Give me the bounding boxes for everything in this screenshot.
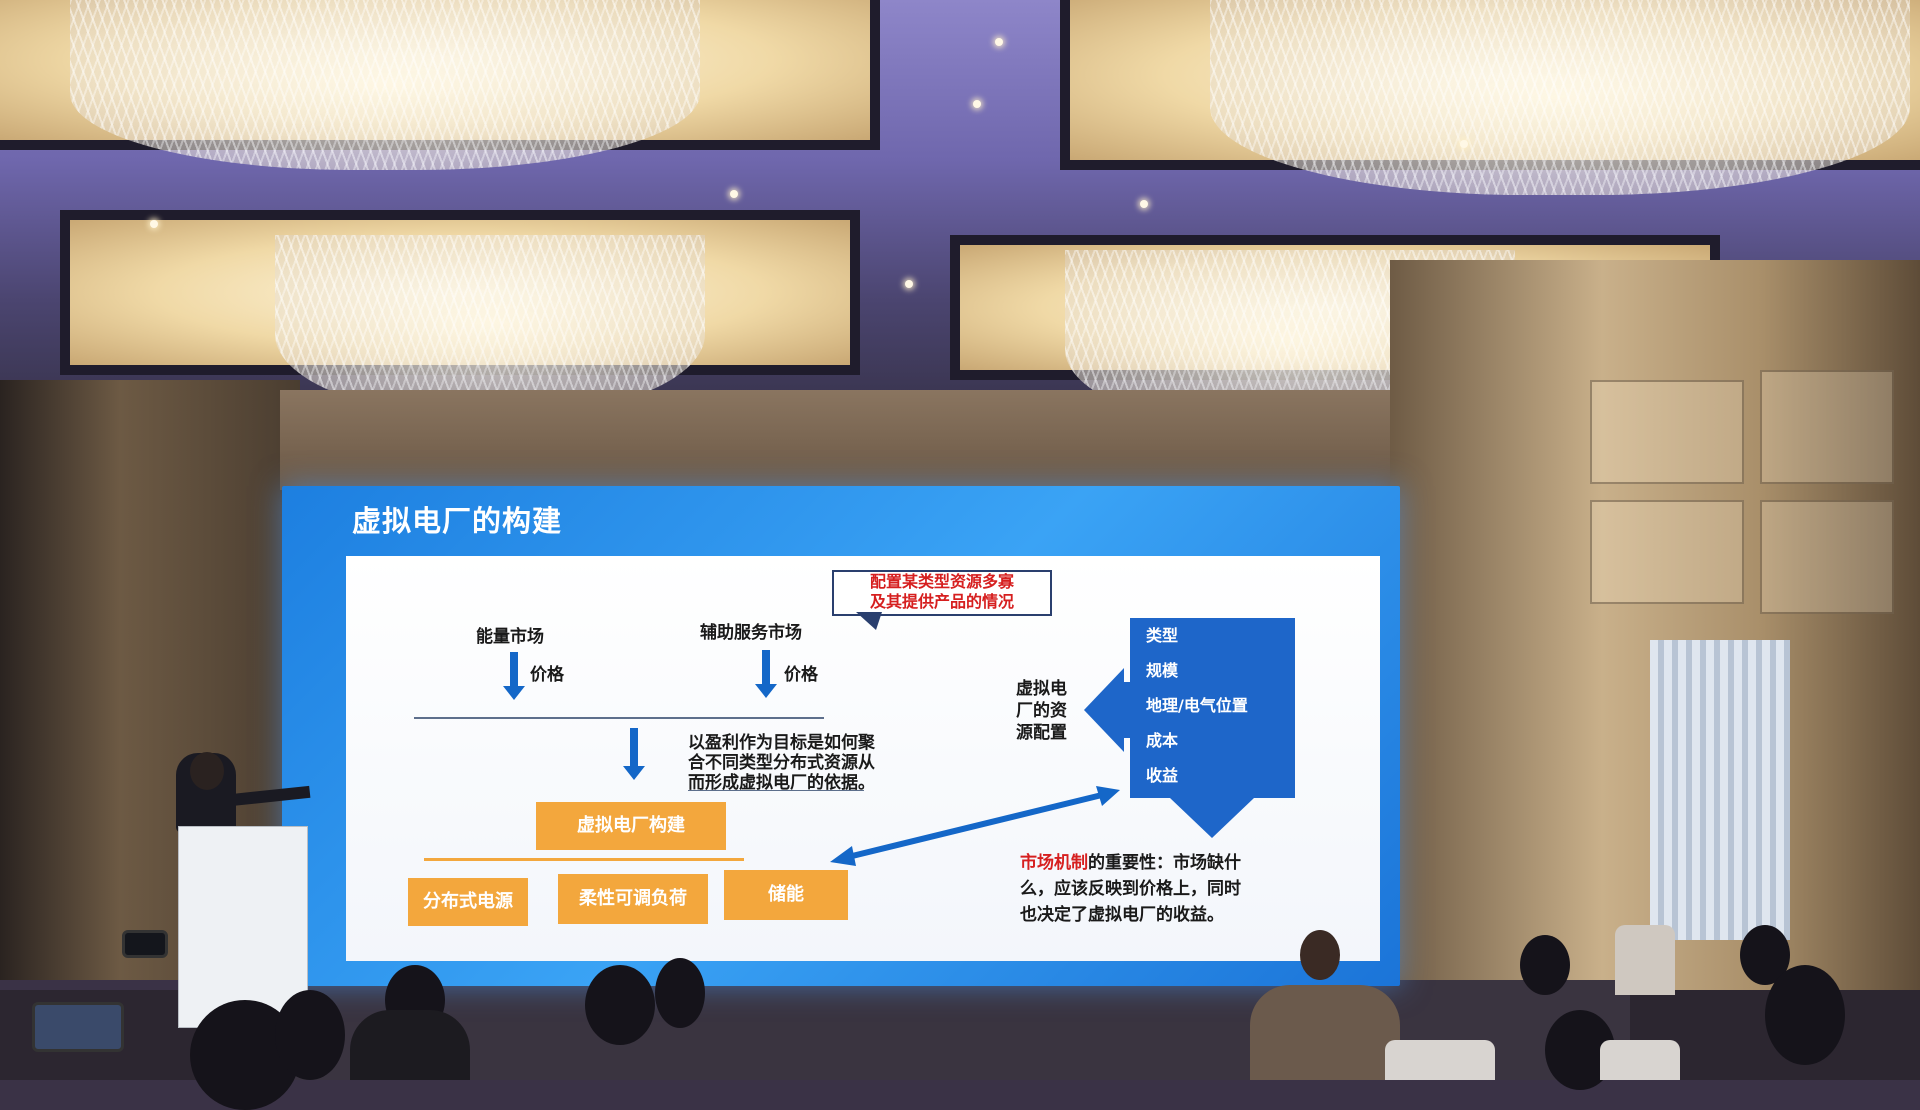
arrow-shaft: [843, 791, 1107, 861]
callout-line-2: 及其提供产品的情况: [869, 592, 1014, 611]
attribute-location: 地理/电气位置: [1146, 696, 1248, 715]
phone: [32, 1002, 124, 1052]
chair: [1385, 1040, 1495, 1080]
phone: [122, 930, 168, 958]
wall-panel: [1760, 370, 1894, 484]
wall-panel: [1590, 380, 1744, 484]
audience-body: [1250, 985, 1400, 1080]
goal-line-3: 而形成虚拟电厂的依据。: [688, 773, 875, 793]
attribute-type: 类型: [1146, 626, 1179, 645]
goal-underline: [688, 790, 864, 791]
audience-head: [585, 965, 655, 1045]
attributes-down-arrow: [1170, 798, 1254, 838]
ceiling-light: [995, 38, 1003, 46]
audience-head: [655, 958, 705, 1028]
audience-body: [350, 1010, 470, 1080]
ceiling-light: [1460, 140, 1468, 148]
market-mechanism-line-2: 么，应该反映到价格上，同时: [1020, 879, 1241, 899]
goal-line-1: 以盈利作为目标是如何聚: [688, 733, 875, 753]
ancillary-market-label: 辅助服务市场: [700, 623, 802, 643]
distributed-power-box: 分布式电源: [408, 878, 528, 926]
resource-config-line-2: 厂的资: [1016, 701, 1067, 721]
arrow-down-goal: [623, 728, 645, 780]
ceiling-light: [905, 280, 913, 288]
vpp-build-box: 虚拟电厂构建: [536, 802, 726, 850]
bidirectional-arrow: [830, 786, 1120, 866]
chair: [1615, 925, 1675, 995]
ceiling-light: [1140, 200, 1148, 208]
attribute-cost: 成本: [1146, 731, 1179, 750]
speaker-head: [190, 752, 224, 790]
market-mechanism-rest: 的重要性：市场缺什: [1088, 853, 1241, 873]
audience-head: [275, 990, 345, 1080]
audience-head: [1520, 935, 1570, 995]
tree-connector: [424, 858, 744, 861]
window-curtain: [1650, 640, 1790, 940]
callout-box: 配置某类型资源多寡 及其提供产品的情况: [832, 570, 1052, 616]
divider-line: [414, 717, 824, 719]
chandelier-2: [1210, 0, 1910, 195]
flexible-load-box: 柔性可调负荷: [558, 874, 708, 924]
attribute-revenue: 收益: [1146, 766, 1179, 785]
ceiling-light: [150, 220, 158, 228]
resource-config-line-3: 源配置: [1016, 723, 1067, 743]
ceiling-light: [730, 190, 738, 198]
market-mechanism-line-3: 也决定了虚拟电厂的收益。: [1020, 905, 1224, 925]
back-wall: [280, 390, 1440, 490]
market-mechanism-line-1: 市场机制的重要性：市场缺什: [1020, 848, 1241, 873]
chandelier-3: [275, 235, 705, 415]
attribute-scale: 规模: [1146, 661, 1179, 680]
resource-config-arrow: [1084, 668, 1124, 752]
wall-panel: [1590, 500, 1744, 604]
podium: [178, 826, 308, 1028]
ceiling-light: [973, 100, 981, 108]
audience-head: [1300, 930, 1340, 980]
storage-box: 储能: [724, 870, 848, 920]
energy-market-label: 能量市场: [476, 627, 544, 647]
price-label-2: 价格: [784, 665, 818, 685]
callout-pointer: [856, 612, 882, 630]
resource-config-line-1: 虚拟电: [1016, 679, 1067, 699]
attributes-box: 类型 规模 地理/电气位置 成本 收益: [1130, 618, 1295, 798]
arrow-head-right: [1096, 786, 1120, 806]
slide-title: 虚拟电厂的构建: [352, 504, 563, 538]
arrow-down-ancillary: [755, 650, 777, 698]
wall-panel: [1760, 500, 1894, 614]
price-label-1: 价格: [530, 665, 564, 685]
market-mechanism-term: 市场机制: [1020, 853, 1088, 873]
callout-line-1: 配置某类型资源多寡: [869, 572, 1014, 591]
arrow-down-energy: [503, 652, 525, 700]
audience-head: [1765, 965, 1845, 1065]
chandelier-1: [70, 0, 700, 170]
arrow-head-left: [830, 846, 856, 866]
goal-line-2: 合不同类型分布式资源从: [688, 753, 875, 773]
chair: [1600, 1040, 1680, 1080]
